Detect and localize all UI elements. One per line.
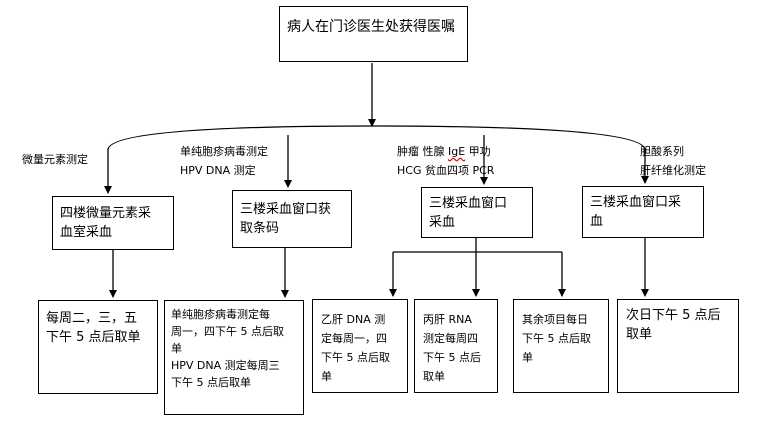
result-box-hcv-rna: 丙肝 RNA 测定每周四 下午 5 点后 取单 bbox=[414, 299, 498, 393]
branch-label-tumor-group-line1: 肿瘤 性腺 IgE 甲功 bbox=[397, 145, 491, 159]
root-box: 病人在门诊医生处获得医嘱 bbox=[279, 6, 468, 62]
result-box-other: 其余项目每日 下午 5 点后取 单 bbox=[513, 299, 609, 393]
collection-box-3f-barcode: 三楼采血窗口获 取条码 bbox=[232, 190, 352, 248]
result-box-hsv-hpv-text: 单纯胞疹病毒测定每 周一，四下午 5 点后取 单 HPV DNA 测定每周三 下… bbox=[171, 308, 284, 389]
result-box-trace: 每周二，三，五 下午 5 点后取单 bbox=[38, 300, 158, 394]
branch-label-trace-elements: 微量元素测定 bbox=[22, 153, 88, 166]
collection-box-3f-window-b-text: 三楼采血窗口采 血 bbox=[590, 195, 682, 229]
result-box-next-day: 次日下午 5 点后 取单 bbox=[617, 299, 739, 393]
result-box-hbv-dna: 乙肝 DNA 测 定每周一，四 下午 5 点后取 单 bbox=[312, 299, 408, 393]
branch-label-tumor-gonad: 肿瘤 性腺 bbox=[397, 145, 448, 158]
collection-box-3f-window-b: 三楼采血窗口采 血 bbox=[582, 186, 704, 238]
collection-box-3f-window-a-text: 三楼采血窗口 采血 bbox=[429, 196, 508, 230]
root-box-text: 病人在门诊医生处获得医嘱 bbox=[287, 19, 455, 35]
branch-label-liver-fibrosis: 肝纤维化测定 bbox=[640, 164, 706, 177]
collection-box-4f-trace: 四楼微量元素采 血室采血 bbox=[52, 196, 174, 250]
branch-label-tumor-group-line2: HCG 贫血四项 PCR bbox=[397, 164, 495, 177]
branch-label-hpv: HPV DNA 测定 bbox=[180, 164, 256, 177]
branch-label-ige: IgE bbox=[448, 145, 466, 158]
branch-label-bile-acid: 胆酸系列 bbox=[640, 145, 684, 158]
collection-box-4f-trace-text: 四楼微量元素采 血室采血 bbox=[60, 206, 152, 240]
result-box-hbv-dna-text: 乙肝 DNA 测 定每周一，四 下午 5 点后取 单 bbox=[321, 313, 390, 383]
result-box-hsv-hpv: 单纯胞疹病毒测定每 周一，四下午 5 点后取 单 HPV DNA 测定每周三 下… bbox=[164, 300, 304, 415]
result-box-hcv-rna-text: 丙肝 RNA 测定每周四 下午 5 点后 取单 bbox=[423, 313, 481, 383]
result-box-next-day-text: 次日下午 5 点后 取单 bbox=[626, 308, 721, 342]
result-box-other-text: 其余项目每日 下午 5 点后取 单 bbox=[522, 313, 591, 364]
branch-label-thyroid: 甲功 bbox=[465, 145, 491, 158]
collection-box-3f-window-a: 三楼采血窗口 采血 bbox=[421, 187, 533, 238]
branch-label-hsv: 单纯胞疹病毒测定 bbox=[180, 145, 268, 158]
result-box-trace-text: 每周二，三，五 下午 5 点后取单 bbox=[46, 311, 141, 345]
collection-box-3f-barcode-text: 三楼采血窗口获 取条码 bbox=[240, 202, 332, 236]
branch-curve bbox=[107, 125, 646, 151]
